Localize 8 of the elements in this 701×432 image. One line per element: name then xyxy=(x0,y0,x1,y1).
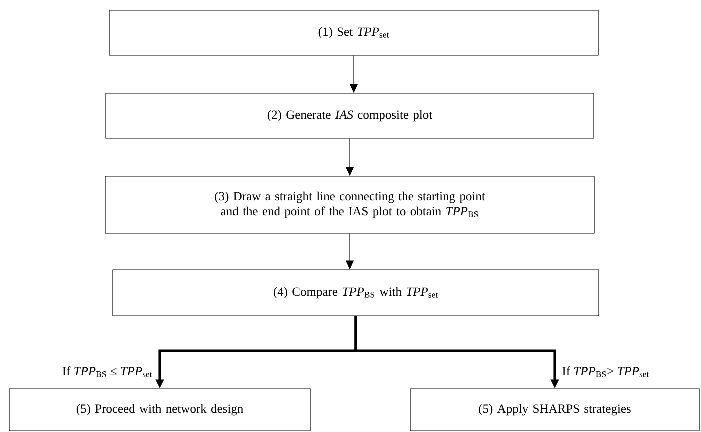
edge-label: If TPP$_{BS}$ ≤ TPP$_{set}$ xyxy=(62,366,152,378)
edge-label: If TPP$_{BS}$> TPP$_{set}$ xyxy=(562,366,650,378)
process-box: (5) Apply SHARPS strategies xyxy=(410,388,700,432)
process-box: (3) Draw a straight line connecting the starting point and the end point of the IAS plot to obtain TPP$_{BS}$ xyxy=(105,176,595,234)
process-box: (4) Compare TPP$_{BS}$ with TPP$_{set}$ xyxy=(112,270,600,316)
process-box: (2) Generate IAS composite plot xyxy=(106,93,594,139)
process-box: (1) Set TPP$_{set}$ xyxy=(109,10,599,56)
process-box: (5) Proceed with network design xyxy=(9,388,311,432)
